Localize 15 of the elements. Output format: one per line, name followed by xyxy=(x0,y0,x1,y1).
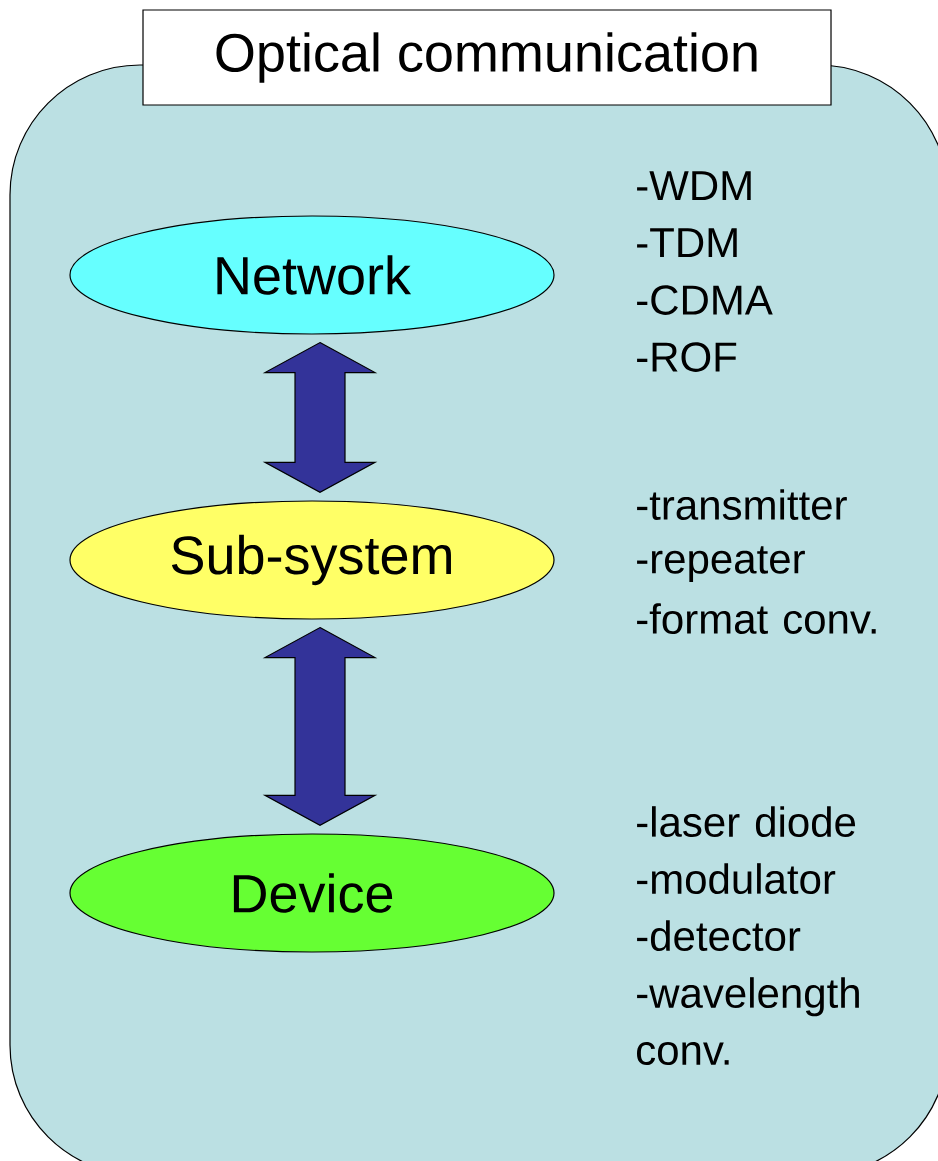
list-item: -detector xyxy=(637,920,801,952)
list-item: -modulator xyxy=(637,863,836,895)
list-item: -wavelength conv. xyxy=(637,977,859,1066)
list-item: -CDMA xyxy=(637,285,773,315)
list-item: -repeater xyxy=(637,546,805,583)
list-item: -transmitter xyxy=(637,489,847,521)
ellipse-node: Network xyxy=(69,215,555,335)
title-box: Optical communication xyxy=(142,9,832,106)
list-item: -TDM xyxy=(637,228,737,258)
list-item: -laser diode xyxy=(637,806,856,838)
ellipse-node: Device xyxy=(69,833,555,953)
list-item: -ROF xyxy=(637,342,737,372)
list-item: -format conv. xyxy=(637,603,876,634)
list-item: -WDM xyxy=(637,171,751,201)
ellipse-node: Sub-system xyxy=(69,500,555,620)
